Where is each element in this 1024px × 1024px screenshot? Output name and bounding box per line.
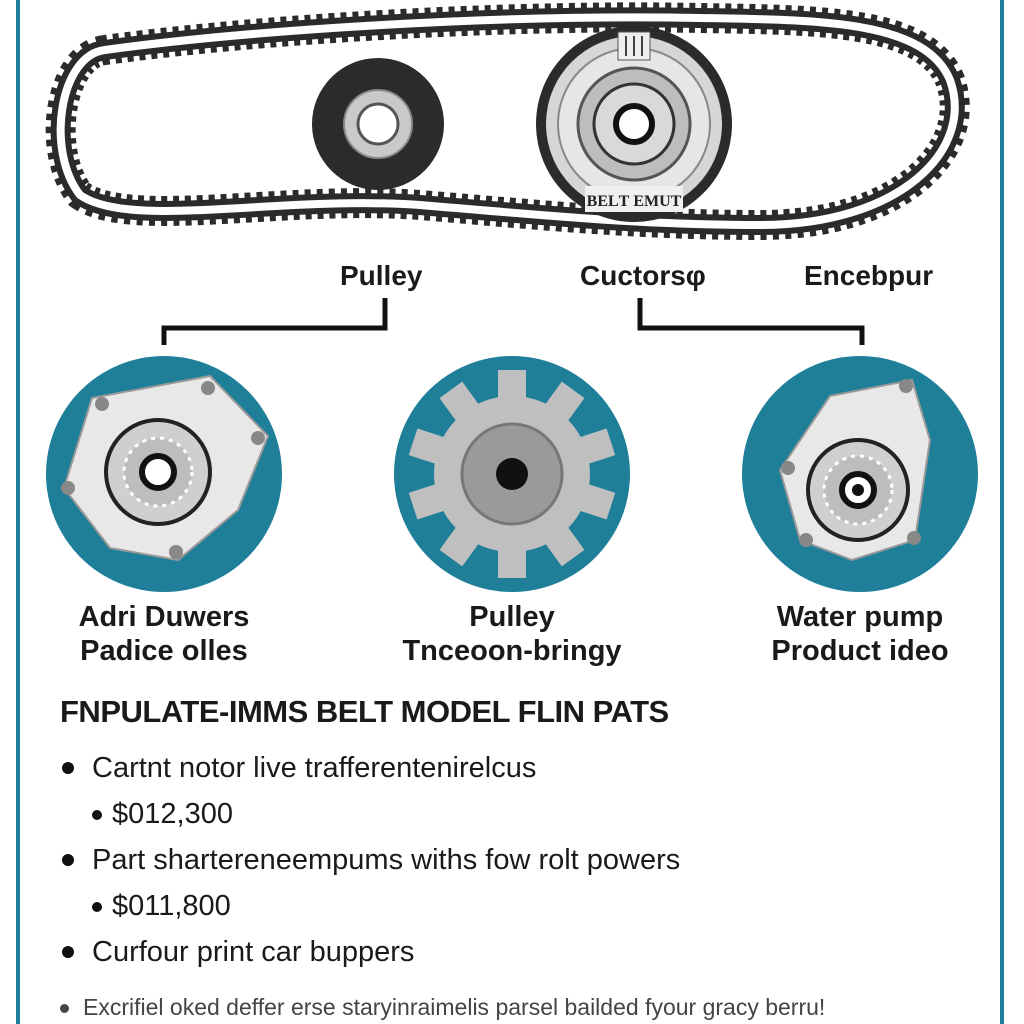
- list-item: $011,800: [60, 886, 990, 932]
- belt-plate-text: ВЕLТ EMUT: [587, 193, 682, 210]
- label-encebpur-top: Encebpur: [804, 260, 934, 291]
- list-item-price: $011,800: [112, 890, 231, 922]
- list-item-price: $012,300: [112, 798, 233, 830]
- label-pulley-top: Pulley: [340, 260, 423, 291]
- frame-border-left: [16, 0, 20, 1024]
- component-1-caption-line1: Adri Duwers: [78, 601, 250, 633]
- list-item-text: Part sharterenеempums withs fow rolt pow…: [92, 844, 681, 876]
- bullet-icon: [62, 854, 74, 866]
- label-cuctors-top: Cuctorsφ: [580, 260, 706, 291]
- bullet-icon: [60, 1004, 69, 1014]
- connector-lines: [161, 298, 865, 345]
- small-pulley: [312, 58, 444, 190]
- list-item-text: Cartnt notor live trafferentenirelcus: [92, 752, 537, 784]
- list-item-text: Curfour print car buppers: [92, 936, 415, 968]
- component-3-caption-line2: Product ideo: [771, 635, 949, 667]
- component-3-caption: Water pump Product ideo: [740, 600, 980, 668]
- details-heading: FNPULATE-IMMS BELT MODEL FLIN PATS: [60, 694, 669, 729]
- bullet-icon: [62, 946, 74, 958]
- component-1-caption: Adri Duwers Padice olles: [44, 600, 284, 668]
- component-2-caption-line2: Tnceoon-bringy: [402, 635, 622, 667]
- component-2-caption: Pulley Tnceoon-bringy: [372, 600, 652, 668]
- component-3-caption-line1: Water pump: [776, 601, 944, 633]
- timing-belt-diagram: ВЕLТ EMUT: [45, 2, 978, 592]
- bullet-icon: [62, 762, 74, 774]
- footnote-text: Excrifiel oked deffer erse staryinraimel…: [83, 994, 826, 1020]
- component-1-caption-line2: Padice olles: [80, 635, 248, 667]
- details-list: Cartnt notor live trafferentenirelcus $0…: [60, 748, 990, 978]
- bullet-icon: [92, 810, 102, 820]
- list-item: Curfour print car buppers: [60, 932, 990, 978]
- component-2-caption-line1: Pulley: [469, 601, 555, 633]
- bullet-icon: [92, 902, 102, 912]
- list-item: Part sharterenеempums withs fow rolt pow…: [60, 840, 990, 886]
- list-item: $012,300: [60, 794, 990, 840]
- list-item: Cartnt notor live trafferentenirelcus: [60, 748, 990, 794]
- footnote: Excrifiel oked deffer erse staryinraimel…: [60, 994, 990, 1021]
- tensioner-component: [46, 356, 282, 592]
- large-pulley: ВЕLТ EMUT: [536, 26, 732, 222]
- water-pump-component: [742, 356, 978, 592]
- timing-belt: [45, 2, 970, 241]
- gear-pulley-component: [394, 356, 630, 592]
- frame-border-right: [1000, 0, 1004, 1024]
